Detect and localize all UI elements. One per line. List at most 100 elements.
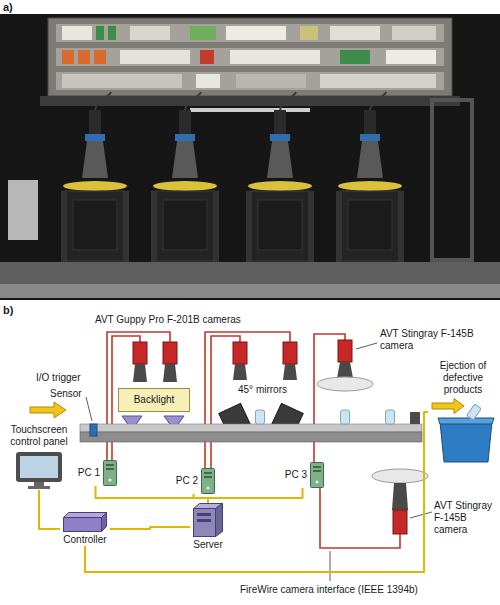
stingray-camera — [392, 483, 408, 510]
control-cabinet — [56, 48, 444, 66]
stingray-camera — [356, 343, 377, 349]
part-label: Sensor — [50, 388, 82, 400]
bin-icon — [428, 398, 498, 464]
node-label: PC 1 — [74, 467, 100, 479]
camera-station — [336, 92, 404, 263]
flow-arrow — [30, 402, 66, 418]
io-cable — [39, 490, 60, 529]
controller-unit: Controller — [60, 512, 110, 546]
node-label: PC 3 — [281, 469, 307, 481]
control-cabinet — [300, 26, 318, 40]
stingray-camera — [317, 377, 373, 391]
stingray-camera — [317, 340, 377, 391]
firewire-cable — [205, 332, 290, 468]
bin-icon — [432, 399, 464, 414]
machine-photo — [0, 262, 500, 284]
control-cabinet — [78, 50, 90, 64]
control-cabinet — [230, 50, 320, 64]
leader-line — [330, 551, 331, 581]
bin-icon — [438, 418, 494, 424]
machine-photo — [8, 180, 38, 240]
interface-label: FireWire camera interface (IEEE 1394b) — [240, 584, 418, 596]
ejection-bin: Ejection of defective products — [428, 360, 498, 464]
panel-icon — [34, 482, 44, 486]
control-cabinet — [340, 50, 370, 64]
pc-icon — [103, 460, 117, 486]
bin-icon — [467, 404, 482, 420]
io-cable — [85, 412, 428, 572]
stingray-camera — [337, 362, 353, 378]
control-cabinet — [386, 50, 436, 64]
guppy-camera — [133, 342, 297, 382]
touchscreen-panel: Touchscreen control panel — [6, 424, 72, 490]
control-cabinet — [190, 26, 216, 40]
node-label: Controller — [63, 534, 106, 546]
panel-letter: a) — [3, 1, 13, 13]
guppy-camera — [163, 364, 177, 382]
pc-icon — [311, 463, 324, 488]
server-tower: Server — [190, 503, 226, 551]
signal-label: I/O trigger — [36, 372, 80, 384]
pc-icon — [310, 462, 324, 488]
camera-station — [151, 92, 219, 263]
backlight-panel: Backlight — [118, 388, 190, 412]
camera-label: AVT Guppy Pro F-201B cameras — [95, 314, 241, 326]
pc-tower: PC 1 — [74, 460, 117, 486]
bin-icon — [440, 422, 492, 462]
guppy-camera — [233, 342, 247, 364]
machine-photo — [432, 100, 472, 260]
server-icon — [197, 513, 211, 516]
control-cabinet — [320, 74, 436, 88]
camera-station — [61, 92, 129, 263]
node-label: PC 2 — [172, 475, 198, 487]
control-cabinet — [130, 26, 170, 40]
server-icon — [197, 519, 211, 522]
machine-photo — [0, 14, 500, 300]
control-cabinet — [48, 18, 452, 96]
conveyor-belt — [80, 424, 422, 432]
camera-label: AVT Stingray F-145B camera — [434, 500, 498, 536]
control-cabinet — [200, 50, 214, 64]
control-cabinet — [48, 18, 452, 96]
control-cabinet — [196, 74, 220, 88]
bottle — [386, 410, 395, 424]
bin-icon — [467, 404, 482, 420]
part-label: 45° mirrors — [238, 384, 287, 396]
ctrl-icon — [64, 518, 102, 532]
control-cabinet — [56, 72, 444, 90]
control-cabinet — [96, 26, 104, 40]
pc-icon — [109, 479, 112, 482]
guppy-camera — [133, 364, 147, 382]
pc-icon — [106, 464, 114, 466]
machine-photo — [0, 284, 500, 298]
server-icon — [216, 504, 223, 537]
pc-icon — [313, 466, 321, 468]
pc-icon — [316, 481, 319, 484]
sensor-symbol — [86, 397, 97, 436]
control-cabinet — [94, 50, 106, 64]
control-cabinet — [226, 26, 286, 40]
control-cabinet — [120, 50, 190, 64]
stingray-camera — [410, 512, 432, 518]
pc-icon — [204, 476, 212, 478]
stingray-camera — [393, 510, 407, 534]
guppy-camera — [163, 342, 177, 364]
conveyor-belt — [410, 412, 420, 424]
control-cabinet — [62, 26, 92, 40]
pc-icon — [313, 470, 321, 472]
server-icon — [194, 509, 216, 537]
io-cable — [110, 527, 190, 529]
pc-tower: PC 2 — [172, 468, 215, 494]
pc-icon — [106, 468, 114, 470]
panel-icon — [20, 456, 58, 478]
guppy-camera — [283, 342, 297, 364]
node-label: Backlight — [125, 394, 183, 406]
bottle — [256, 410, 395, 424]
ctrl-icon — [64, 513, 107, 518]
stingray-camera — [338, 340, 352, 362]
machine-photo — [190, 108, 310, 112]
io-cable — [208, 488, 303, 503]
machine-photo — [40, 96, 460, 106]
panel-icon — [16, 452, 62, 482]
node-label: Touchscreen control panel — [6, 424, 72, 448]
